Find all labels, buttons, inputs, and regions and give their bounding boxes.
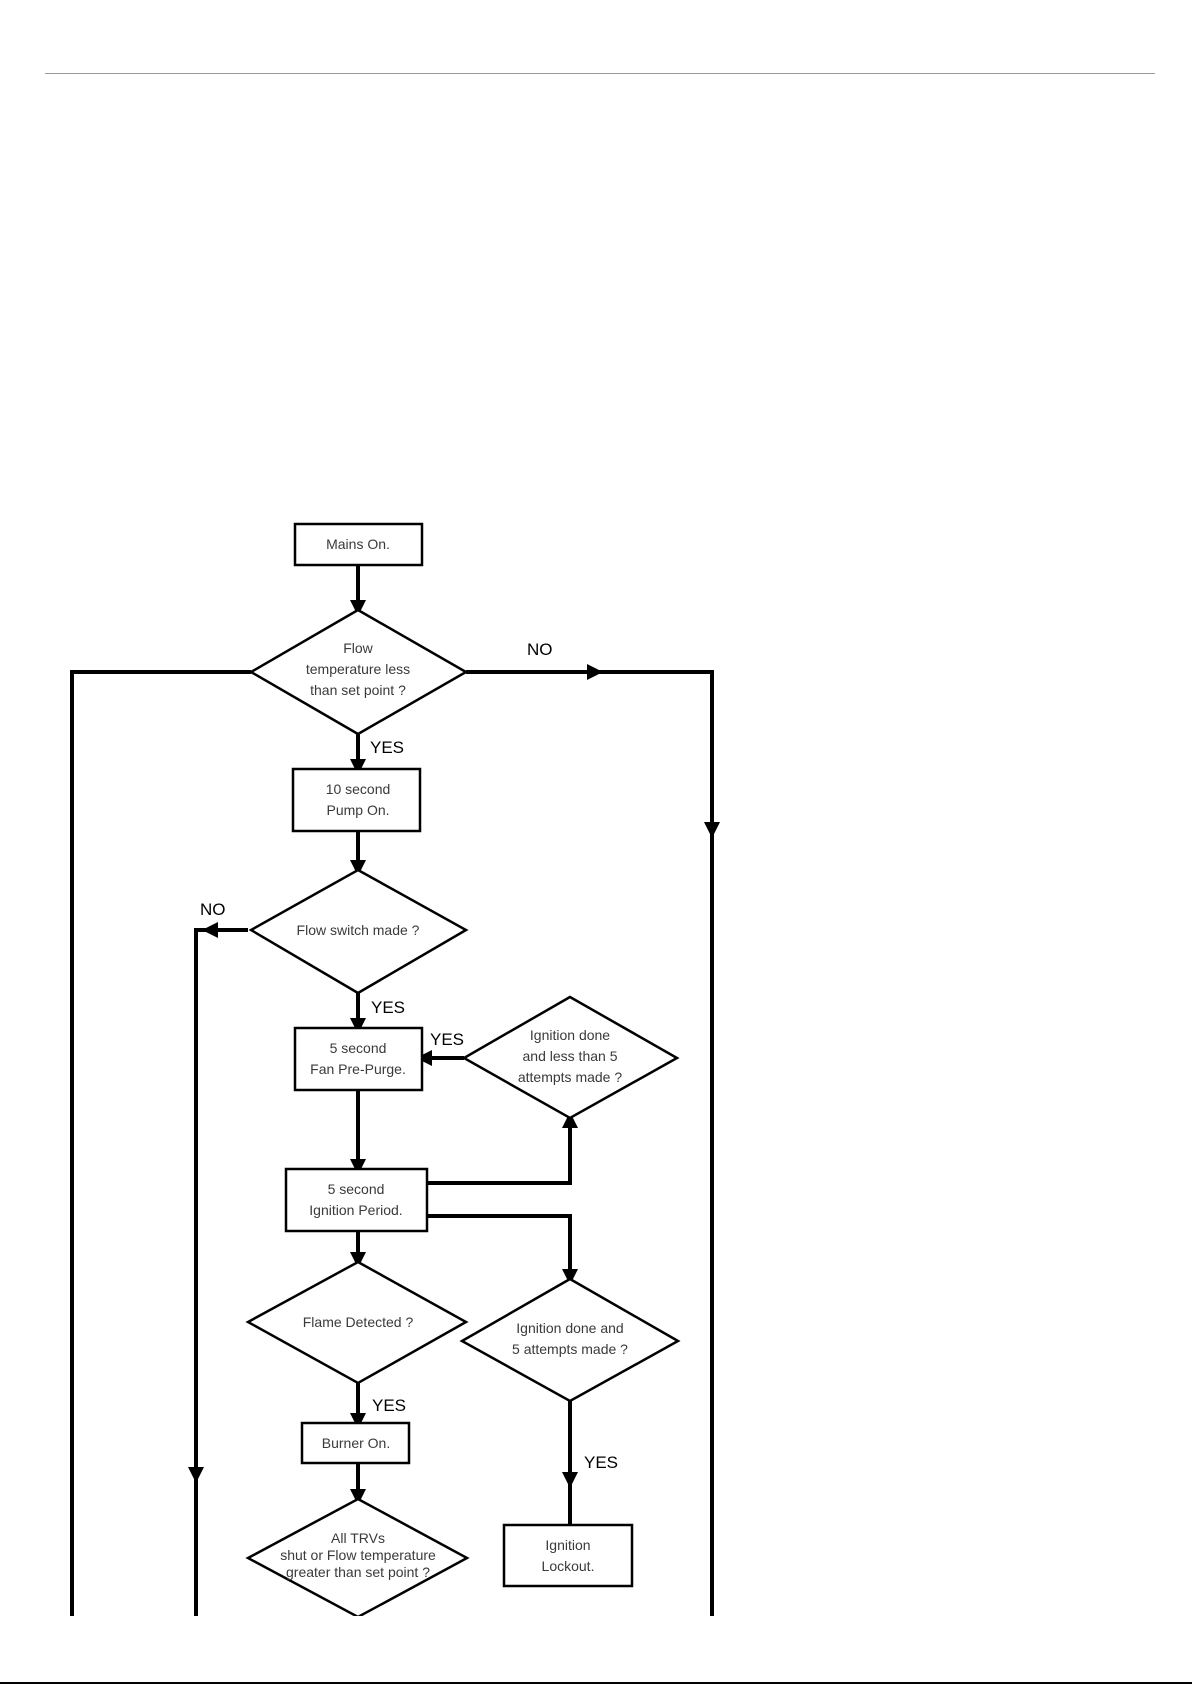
bottom-divider — [0, 1682, 1192, 1684]
page-cutoff — [0, 1616, 1192, 1682]
svg-text:5 second: 5 second — [328, 1181, 385, 1197]
decision-flame-detected: Flame Detected ? — [245, 1260, 469, 1385]
svg-text:Lockout.: Lockout. — [542, 1558, 595, 1574]
label-yes-flame: YES — [372, 1396, 406, 1415]
connectors — [70, 565, 720, 1620]
top-divider — [45, 73, 1155, 74]
svg-text:Fan Pre-Purge.: Fan Pre-Purge. — [310, 1061, 406, 1077]
node-burner-on: Burner On. — [300, 1421, 411, 1465]
label-yes-retry: YES — [430, 1030, 464, 1049]
arrow-ignition-to-retry — [427, 1112, 578, 1185]
decision-ignition-retry: Ignition done and less than 5 attempts m… — [461, 995, 680, 1120]
svg-text:Flow switch made ?: Flow switch made ? — [297, 922, 420, 938]
svg-text:Ignition done and: Ignition done and — [516, 1320, 623, 1336]
svg-text:temperature less: temperature less — [306, 661, 410, 677]
svg-text:and less than 5: and less than 5 — [523, 1048, 618, 1064]
svg-text:Flame Detected ?: Flame Detected ? — [303, 1314, 414, 1330]
svg-text:10 second: 10 second — [326, 781, 391, 797]
svg-text:Pump On.: Pump On. — [326, 802, 389, 818]
no-branch-right-line — [590, 670, 720, 838]
outer-return-loop — [70, 670, 170, 1620]
decision-ignition-limit: Ignition done and 5 attempts made ? — [459, 1277, 681, 1403]
decision-flow-switch: Flow switch made ? — [248, 868, 469, 995]
node-ignition-lockout: Ignition Lockout. — [502, 1523, 634, 1588]
inner-loop-line — [188, 928, 212, 1483]
svg-text:Burner On.: Burner On. — [322, 1435, 390, 1451]
node-fan-pre-purge: 5 second Fan Pre-Purge. — [293, 1026, 424, 1092]
node-pump-on: 10 second Pump On. — [291, 767, 422, 833]
decision-flow-temperature: Flow temperature less than set point ? — [248, 608, 469, 736]
svg-text:Ignition done: Ignition done — [530, 1027, 610, 1043]
svg-text:attempts made ?: attempts made ? — [518, 1069, 622, 1085]
arrow-ignition-to-limit — [427, 1214, 578, 1285]
node-ignition-period: 5 second Ignition Period. — [284, 1167, 429, 1233]
svg-text:Ignition: Ignition — [545, 1537, 590, 1553]
node-mains-on: Mains On. — [293, 522, 424, 567]
label-yes-flowtemp: YES — [370, 738, 404, 757]
svg-text:All TRVs: All TRVs — [331, 1530, 385, 1546]
label-yes-lockout: YES — [584, 1453, 618, 1472]
svg-text:Mains On.: Mains On. — [326, 536, 390, 552]
svg-text:than set point ?: than set point ? — [310, 682, 406, 698]
svg-text:5 second: 5 second — [330, 1040, 387, 1056]
decision-trv-shut: All TRVs shut or Flow temperature greate… — [245, 1497, 470, 1619]
label-no-flowtemp: NO — [527, 640, 553, 659]
label-yes-flowswitch: YES — [371, 998, 405, 1017]
svg-text:shut or Flow temperature: shut or Flow temperature — [280, 1547, 436, 1563]
svg-text:5 attempts made ?: 5 attempts made ? — [512, 1341, 628, 1357]
svg-text:Ignition Period.: Ignition Period. — [309, 1202, 402, 1218]
svg-text:greater than set point ?: greater than set point ? — [286, 1564, 430, 1580]
label-no-flowswitch: NO — [200, 900, 226, 919]
svg-text:Flow: Flow — [343, 640, 373, 656]
